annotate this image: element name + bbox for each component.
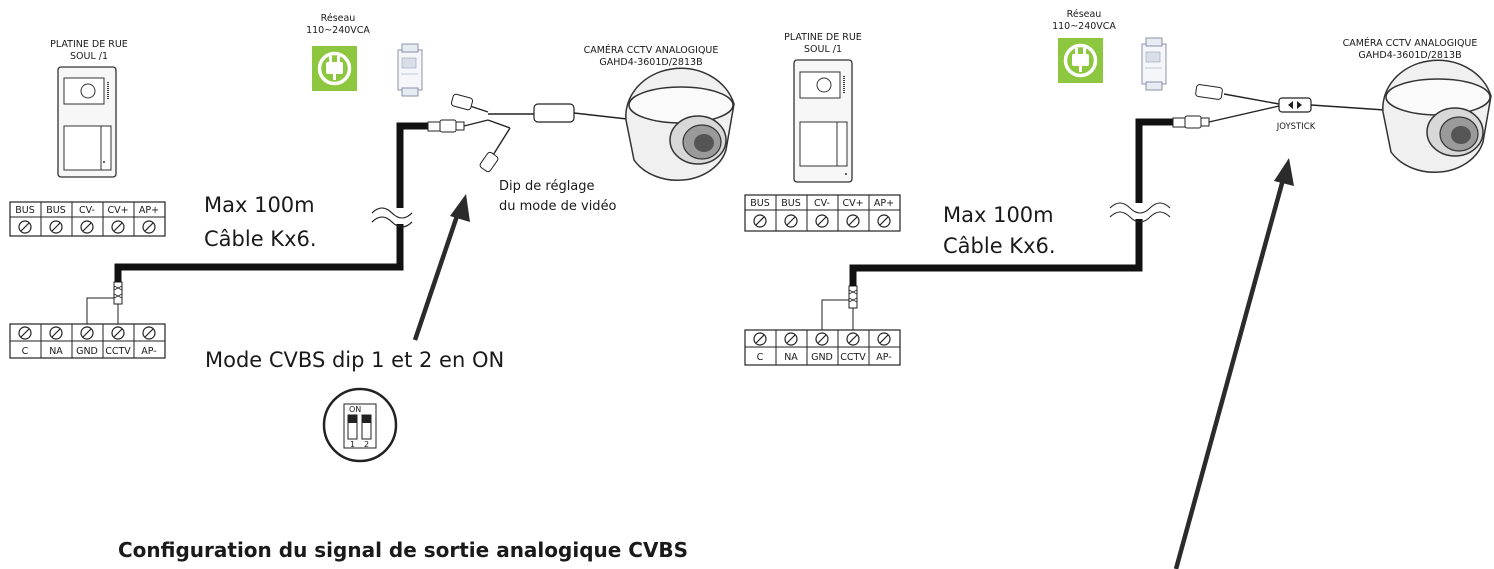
coax-connection [86,280,123,324]
dome-camera-icon [1382,59,1492,174]
terminal-label: BUS [15,205,35,216]
terminal-label: AP- [876,352,891,363]
left-panel-title: PLATINE DE RUE [50,39,128,50]
top-terminal-block: BUS BUS CV- CV+ AP+ [9,201,166,237]
din-rail-power-supply-icon [1141,37,1167,91]
door-panel-illustration [793,59,853,183]
cable-break-mark [1109,202,1171,223]
cable-break-mark [371,207,413,228]
camera-model-title: CAMÉRA CCTV ANALOGIQUE [1343,37,1478,49]
left-diagram: PLATINE DE RUE SOUL /1 BUS BUS CV- CV+ A… [9,13,735,562]
right-diagram: PLATINE DE RUE SOUL /1 BUS BUS CV- CV+ A… [744,9,1492,569]
bottom-terminal-block: C NA GND CCTV AP- [744,329,901,366]
power-plug-icon [1056,36,1105,85]
left-panel-subtitle: SOUL /1 [70,51,108,62]
main-cable [849,118,1175,286]
terminal-label: NA [49,346,63,357]
network-voltage: 110~240VCA [1052,21,1116,32]
main-cable [114,122,432,282]
terminal-label: CCTV [840,352,866,363]
camera-pigtail [427,93,637,173]
dip-switch-illustration: ON 1 2 [322,387,398,463]
network-voltage: 110~240VCA [306,25,370,36]
bottom-terminal-block: C NA GND CCTV AP- [9,323,166,359]
top-terminal-block: BUS BUS CV- CV+ AP+ [744,194,901,232]
section-title: Configuration du signal de sortie analog… [118,538,688,562]
dip-1-label: 1 [350,440,355,449]
camera-model-ref: GAHD4-3601D/2813B [1358,50,1461,61]
dip-on-label: ON [349,405,361,414]
dip-label-line1: Dip de réglage [499,179,595,194]
terminal-label: CV- [79,205,95,216]
right-panel-subtitle: SOUL /1 [804,44,842,55]
network-label: Réseau [1067,9,1102,20]
cable-length: Max 100m [943,203,1054,227]
power-plug-icon [310,44,359,93]
cable-type: Câble Kx6. [943,234,1056,258]
dip-2-label: 2 [364,440,369,449]
camera-model-ref: GAHD4-3601D/2813B [599,57,702,68]
right-panel-title: PLATINE DE RUE [784,32,862,43]
dome-camera-icon [625,67,735,182]
terminal-label: AP+ [874,198,894,209]
arrow-to-dip [412,194,470,341]
terminal-label: AP- [141,346,156,357]
terminal-label: BUS [750,198,770,209]
terminal-label: CV- [814,198,830,209]
terminal-label: CV+ [107,205,128,216]
cable-length: Max 100m [204,193,315,217]
door-panel-illustration [57,66,117,178]
terminal-label: CCTV [105,346,131,357]
coax-connection [821,284,858,330]
terminal-label: GND [811,352,833,363]
camera-model-title: CAMÉRA CCTV ANALOGIQUE [584,44,719,56]
terminal-label: CV+ [842,198,863,209]
joystick-label: JOYSTICK [1276,122,1316,132]
din-rail-power-supply-icon [397,43,423,97]
terminal-label: BUS [46,205,66,216]
cable-type: Câble Kx6. [204,227,317,251]
terminal-label: BUS [781,198,801,209]
arrow-to-joystick [1173,158,1294,569]
terminal-label: AP+ [139,205,159,216]
dip-label-line2: du mode de vidéo [499,199,617,214]
terminal-label: C [22,346,29,357]
terminal-label: GND [76,346,98,357]
camera-pigtail [1172,84,1386,129]
terminal-label: NA [784,352,798,363]
mode-instruction: Mode CVBS dip 1 et 2 en ON [205,348,504,372]
terminal-label: C [757,352,764,363]
network-label: Réseau [321,13,356,24]
